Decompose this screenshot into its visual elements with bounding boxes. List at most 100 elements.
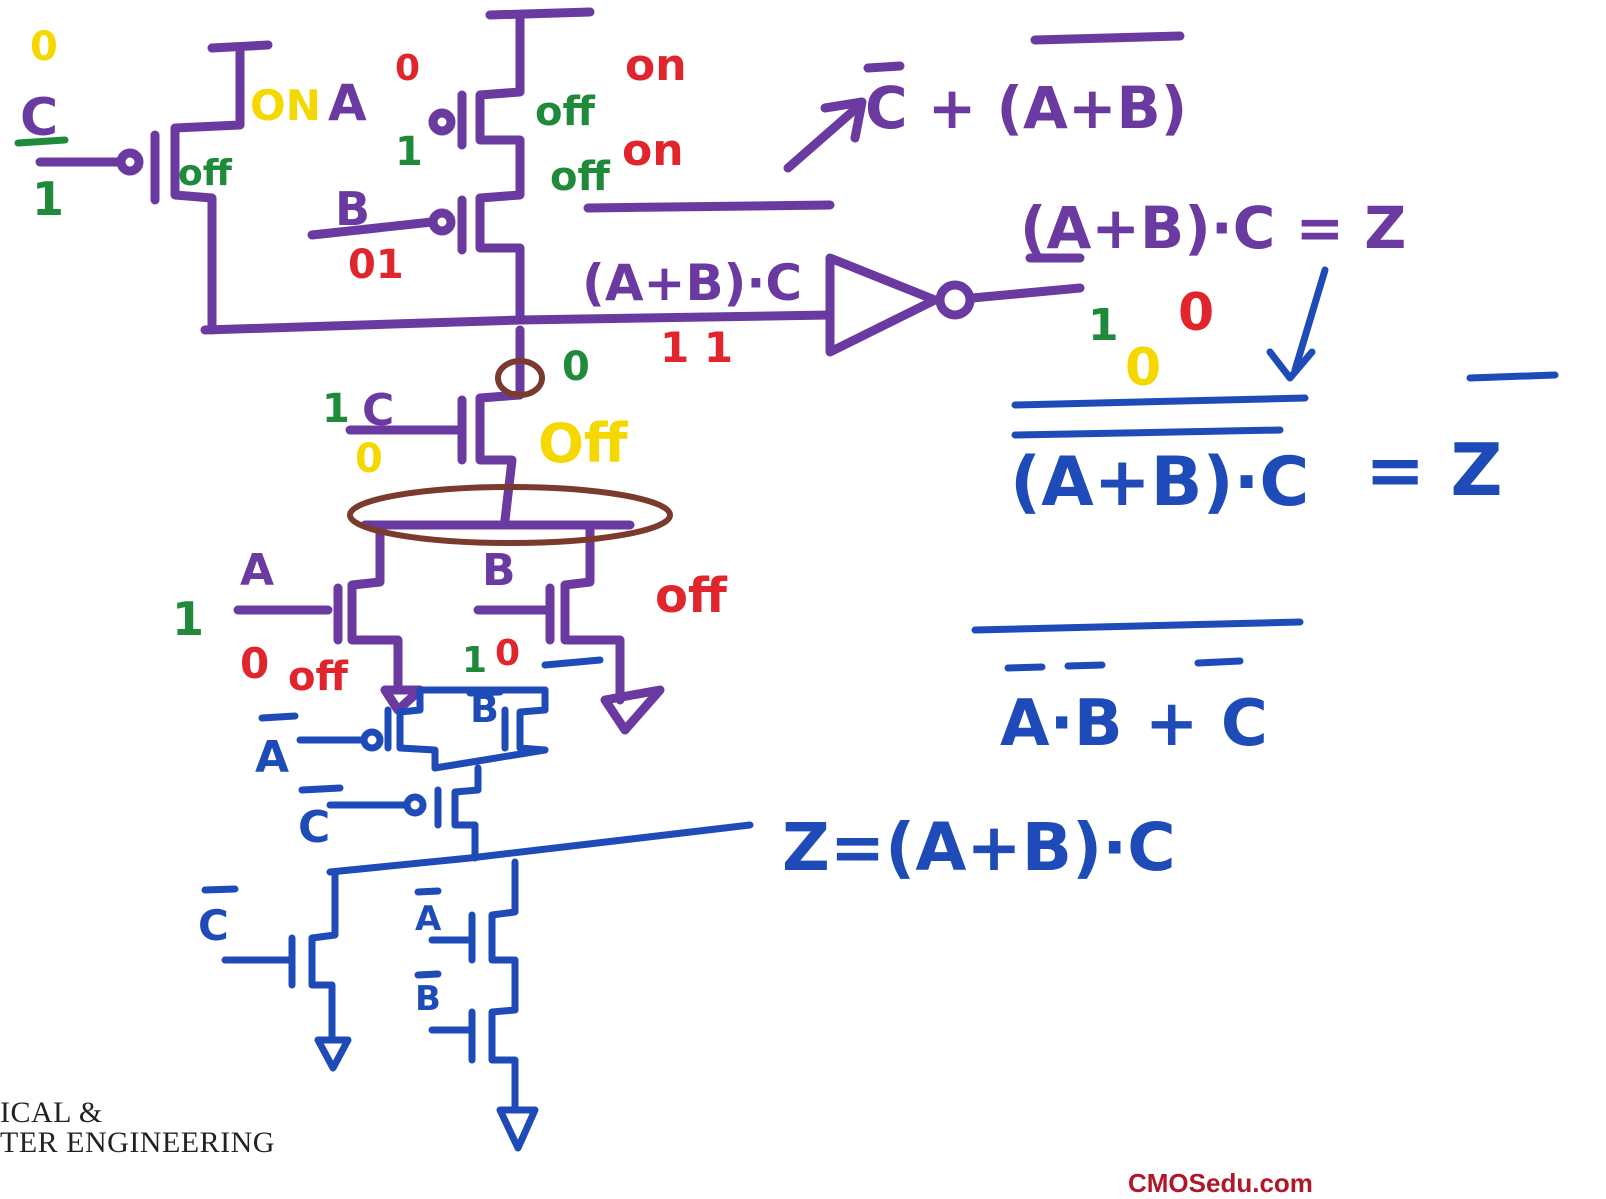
blue-arrow-head xyxy=(1266,348,1316,382)
green-node-zero: 0 xyxy=(562,344,590,390)
blue-labels: (A+B)·C = Z A·B + C Z=(A+B)·C A B C C A … xyxy=(198,428,1503,1019)
green-out-one: 1 xyxy=(1088,300,1119,351)
nmos-b-channel xyxy=(560,520,625,705)
label-output-node: (A+B)·C xyxy=(582,254,802,312)
red-b-zero-one: 01 xyxy=(348,242,404,288)
label-top-right-expr: C + (A+B) xyxy=(865,74,1187,142)
red-state-on-pmos-b: on xyxy=(622,125,684,176)
blue-vdd-stub xyxy=(541,656,604,669)
blue-output-wire xyxy=(326,821,754,876)
arrow-head xyxy=(820,97,867,143)
department-logo-text: ICAL & TER ENGINEERING xyxy=(0,1098,360,1158)
pmos-ab-channel xyxy=(475,10,525,325)
vdd-bar-right xyxy=(485,7,595,20)
blue-circuit xyxy=(201,266,1559,1152)
overbar-output-node xyxy=(583,200,835,213)
yellow-state-off-nmos-c: Off xyxy=(538,412,629,475)
red-nmos-a-zero: 0 xyxy=(240,639,269,688)
bar-cbar-label xyxy=(298,784,344,794)
nmos-a-channel xyxy=(347,520,403,695)
blue-pmos-abar xyxy=(396,686,439,772)
green-nmos-c-one: 1 xyxy=(322,386,350,432)
label-demorgan: A·B + C xyxy=(1000,687,1268,761)
blue-pmos-cbar xyxy=(451,764,482,862)
pmos-b-gate-wire xyxy=(307,217,437,240)
bar-cbar-label-2 xyxy=(201,885,239,894)
green-nmos-a-one: 1 xyxy=(172,592,204,646)
blue-ground-series xyxy=(496,1106,539,1152)
green-bar-c-input xyxy=(14,136,69,147)
label-zbar-lhs: (A+B)·C xyxy=(1010,443,1309,522)
blue-nmos-cbar xyxy=(308,868,339,1044)
cbar-top-right xyxy=(863,61,905,73)
red-node-one-one: 1 1 xyxy=(660,323,733,372)
label-c-input: C xyxy=(20,88,58,148)
site-name: CMOSedu.com xyxy=(1128,1168,1313,1198)
red-state-on-pmos-a: on xyxy=(625,40,687,91)
red-nmos-b-zero: 0 xyxy=(495,633,520,674)
label-z-def: (A+B)·C = Z xyxy=(1020,194,1406,262)
yellow-state-on-pmos-c: ON xyxy=(250,81,321,130)
department-line-1: ICAL & xyxy=(0,1096,103,1129)
pmos-a-bubble xyxy=(428,108,456,136)
label-nmos-a: A xyxy=(240,545,274,596)
yellow-out-zero: 0 xyxy=(1125,338,1161,398)
green-c-one: 1 xyxy=(32,172,64,226)
red-labels: 0 01 on on 1 1 0 off 0 off 0 xyxy=(240,40,1214,700)
green-state-off-pmos-a: off xyxy=(535,89,595,135)
inverter-bubble xyxy=(935,280,975,320)
nmos-c-channel xyxy=(475,325,525,525)
bar-bbar-label-1 xyxy=(466,688,504,697)
overbar-top-right xyxy=(1030,31,1185,45)
yellow-c-zero: 0 xyxy=(30,24,58,70)
red-a-zero: 0 xyxy=(395,48,420,89)
blue-pmos-abar-bubble xyxy=(360,728,384,752)
green-a-one: 1 xyxy=(395,129,423,175)
label-blue-cbar: C xyxy=(298,802,330,853)
blue-arrow-shaft xyxy=(1291,266,1329,374)
pmos-c-channel xyxy=(170,43,245,335)
bar-abar-label-2 xyxy=(414,887,442,896)
yellow-labels: 0 ON 0 Off 0 xyxy=(30,24,1161,482)
ground-nmos-b xyxy=(600,685,665,735)
arrow-shaft xyxy=(783,100,865,173)
brown-rail-ellipse xyxy=(347,484,673,546)
label-blue-bbar: B xyxy=(470,687,499,731)
green-nmos-b-one: 1 xyxy=(462,640,487,681)
red-state-off-nmos-b: off xyxy=(655,568,728,624)
label-z-final: Z=(A+B)·C xyxy=(782,809,1176,886)
label-nmos-c: C xyxy=(362,385,394,436)
label-blue-bbar-2: B xyxy=(415,979,441,1019)
label-zbar-rhs: = Z xyxy=(1365,428,1503,512)
red-out-zero: 0 xyxy=(1178,283,1214,343)
ground-nmos-a xyxy=(380,685,425,715)
bar-abar-label xyxy=(258,712,299,722)
brown-node-circle xyxy=(495,358,545,398)
green-labels: 1 off 1 off off 0 1 1 1 1 xyxy=(32,89,1119,681)
bar-c-demorgan xyxy=(1194,657,1244,667)
purple-labels: C A B (A+B)·C C + (A+B) (A+B)·C = Z C A … xyxy=(20,74,1406,596)
blue-overbar-zbar-outer xyxy=(1011,394,1309,409)
blue-overbar-zbar-inner xyxy=(1011,426,1284,439)
blue-pmos-bbar xyxy=(516,686,549,754)
brown-annotations xyxy=(347,358,673,546)
department-line-2: TER ENGINEERING xyxy=(0,1126,275,1159)
green-state-off-pmos-c: off xyxy=(178,153,233,194)
pmos-c-bubble xyxy=(116,148,144,176)
green-state-off-pmos-b: off xyxy=(550,154,610,200)
green-marks xyxy=(14,136,69,147)
blue-ground-cbar xyxy=(314,1036,352,1072)
label-blue-cbar-2: C xyxy=(198,901,229,950)
label-b-input: B xyxy=(335,182,370,236)
yellow-nmos-c-zero: 0 xyxy=(355,436,383,482)
red-state-off-nmos-a: off xyxy=(288,654,348,700)
output-node-wire xyxy=(200,310,835,335)
inverter-body xyxy=(825,253,940,357)
label-a-input: A xyxy=(328,74,367,132)
bar-a-demorgan xyxy=(1004,663,1046,672)
blue-nmos-series xyxy=(488,858,519,1114)
inverter-output-wire xyxy=(967,283,1085,303)
bar-bbar-label-2 xyxy=(414,970,442,979)
label-nmos-b: B xyxy=(482,545,516,596)
